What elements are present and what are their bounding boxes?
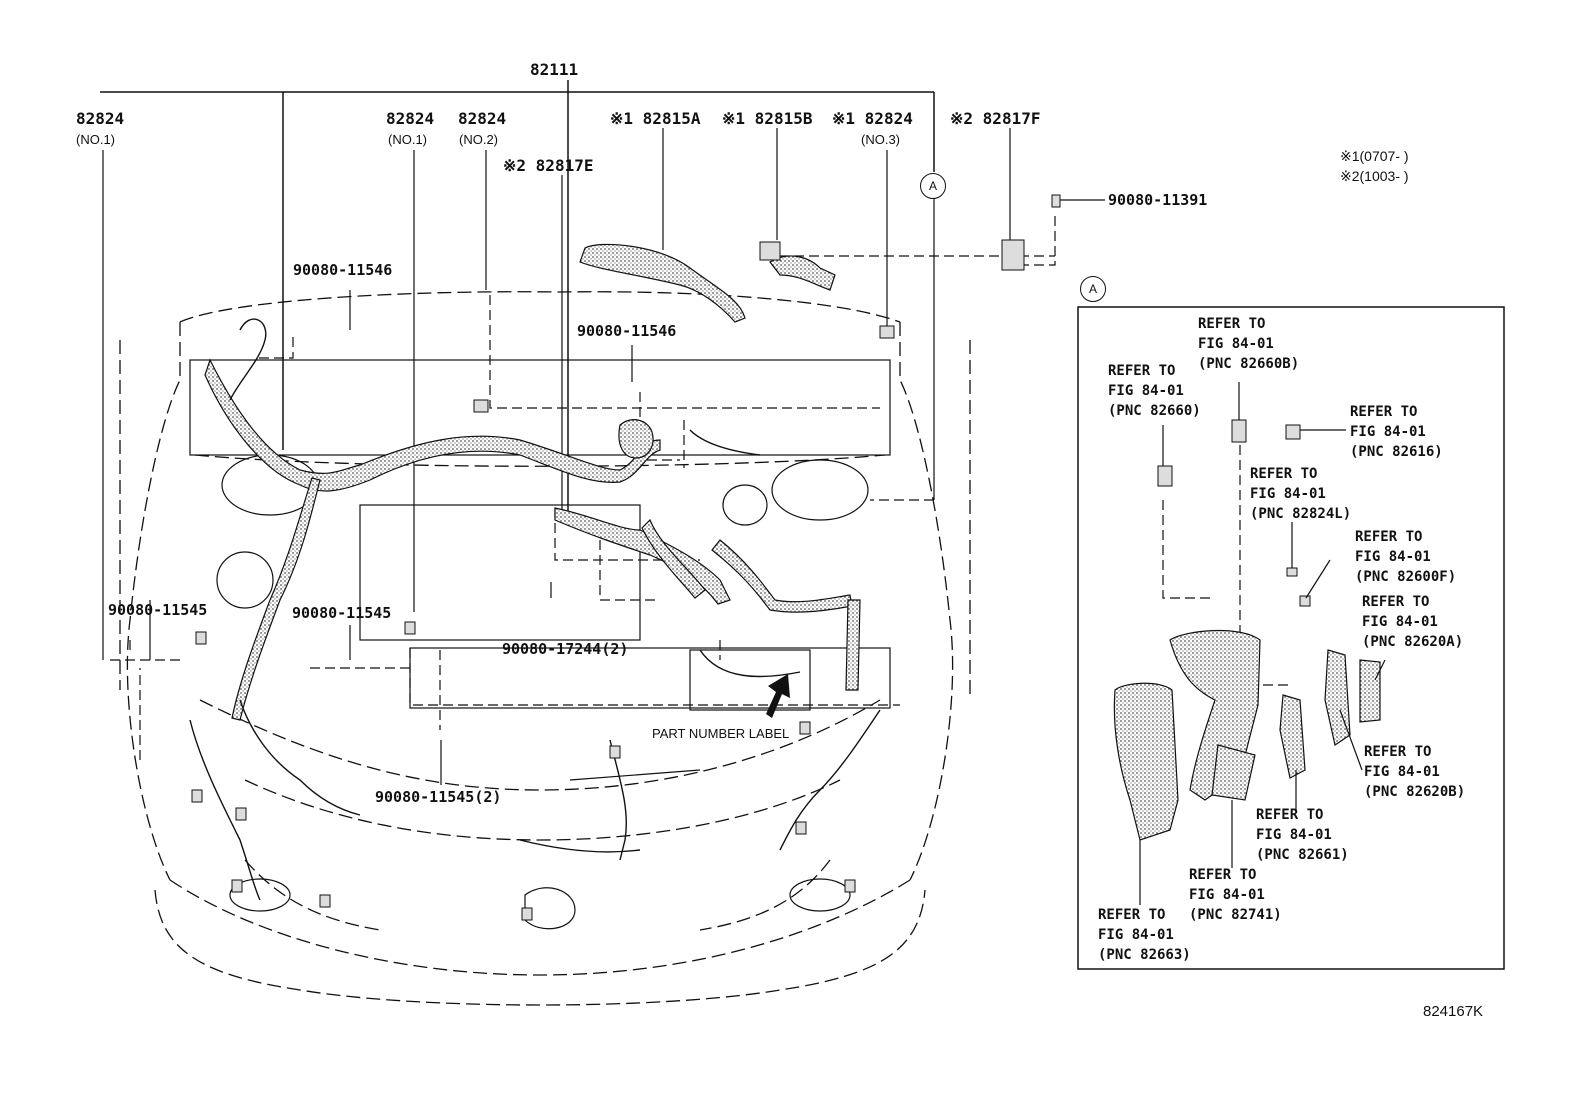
main-part-bracket <box>100 80 935 520</box>
ref-pnc-82660: REFER TO FIG 84-01 (PNC 82660) <box>1108 363 1201 419</box>
ref-pnc-82741: REFER TO FIG 84-01 (PNC 82741) <box>1189 867 1282 923</box>
callout-82824-no1-mid-sub: (NO.1) <box>388 132 427 147</box>
harness-bundles <box>204 243 1381 841</box>
bolt-label-90080-11546-mid: 90080-11546 <box>577 322 677 340</box>
part-number-label-text: PART NUMBER LABEL <box>652 726 790 741</box>
wires <box>189 318 881 901</box>
callout-82817e: ※2 82817E <box>503 156 594 175</box>
circle-marker-a-main: A <box>920 173 946 199</box>
ref-pnc-82660b: REFER TO FIG 84-01 (PNC 82660B) <box>1198 316 1300 372</box>
callout-82824-no1-mid: 82824 <box>386 109 435 128</box>
callout-82817f: ※2 82817F <box>950 109 1041 128</box>
car-body-outline <box>119 291 971 1006</box>
callout-82824-no1-left-sub: (NO.1) <box>76 132 115 147</box>
circle-marker-a-inset: A <box>1080 276 1106 302</box>
ref-pnc-82661: REFER TO FIG 84-01 (PNC 82661) <box>1256 807 1349 863</box>
ref-pnc-82620b: REFER TO FIG 84-01 (PNC 82620B) <box>1364 744 1466 800</box>
ref-pnc-82600f: REFER TO FIG 84-01 (PNC 82600F) <box>1355 529 1457 585</box>
inset-leaders <box>1139 382 1386 905</box>
ref-pnc-82824l: REFER TO FIG 84-01 (PNC 82824L) <box>1250 466 1352 522</box>
inset-frame <box>1077 306 1505 970</box>
bolt-label-90080-17244: 90080-17244(2) <box>502 640 629 658</box>
callout-82824-no3-sub: (NO.3) <box>861 132 900 147</box>
bolt-label-90080-11545-mid: 90080-11545 <box>292 604 392 622</box>
ref-pnc-82616: REFER TO FIG 84-01 (PNC 82616) <box>1350 404 1443 460</box>
dashed-connectors <box>110 216 1288 760</box>
callout-82815a: ※1 82815A <box>610 109 701 128</box>
ref-pnc-82620a: REFER TO FIG 84-01 (PNC 82620A) <box>1362 594 1464 650</box>
legend-note-1: ※1(0707- ) <box>1340 148 1409 164</box>
callout-82824-no3: ※1 82824 <box>832 109 913 128</box>
bolt-label-90080-11545-2: 90080-11545(2) <box>375 788 502 806</box>
connector-blocks <box>191 194 1311 921</box>
legend-note-2: ※2(1003- ) <box>1340 168 1409 184</box>
bolt-label-90080-11545-left: 90080-11545 <box>108 601 208 619</box>
callout-82824-no1-left: 82824 <box>76 109 125 128</box>
bolt-label-90080-11546-left: 90080-11546 <box>293 261 393 279</box>
part-number-arrow <box>766 674 790 718</box>
callout-82824-no2: 82824 <box>458 109 507 128</box>
ref-pnc-82663: REFER TO FIG 84-01 (PNC 82663) <box>1098 907 1191 963</box>
main-part-label: 82111 <box>530 60 579 79</box>
callout-82824-no2-sub: (NO.2) <box>459 132 498 147</box>
callout-82815b: ※1 82815B <box>722 109 813 128</box>
figure-id: 824167K <box>1423 1003 1484 1020</box>
bolt-label-90080-11391: 90080-11391 <box>1108 191 1208 209</box>
